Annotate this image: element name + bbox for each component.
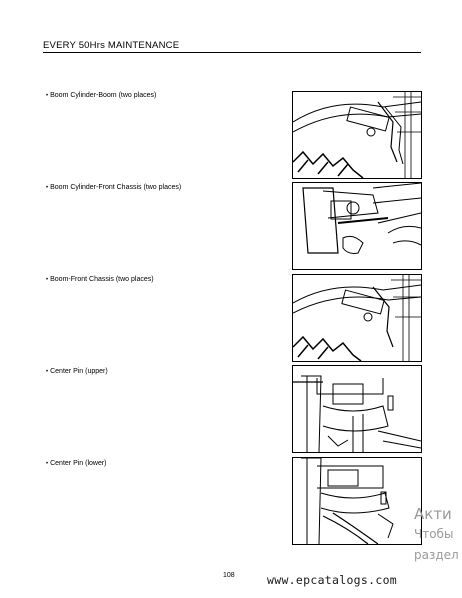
header-divider <box>43 52 421 53</box>
item-label: Boom-Front Chassis (two places) <box>50 276 154 283</box>
bullet-icon: • <box>46 461 49 467</box>
figure-boom-cylinder-boom <box>292 91 422 179</box>
bullet-icon: • <box>46 93 49 99</box>
figure-boom-cylinder-front-chassis <box>292 182 422 270</box>
activation-line-2: Чтобы <box>414 527 454 541</box>
activation-line-1: Акти <box>414 505 452 523</box>
center-pin-upper-illustration <box>293 375 421 452</box>
page-header-title: EVERY 50Hrs MAINTENANCE <box>43 40 180 51</box>
item-label: Boom Cylinder-Front Chassis (two places) <box>50 184 182 191</box>
figure-center-pin-upper <box>292 365 422 453</box>
bullet-icon: • <box>46 185 49 191</box>
item-boom-cylinder-boom: •Boom Cylinder-Boom (two places) <box>46 92 156 99</box>
center-pin-lower-illustration <box>301 458 394 544</box>
item-boom-cylinder-front-chassis: •Boom Cylinder-Front Chassis (two places… <box>46 184 181 191</box>
item-label: Center Pin (upper) <box>50 368 108 375</box>
windows-activation-overlay: Акти Чтобы раздел <box>414 505 459 565</box>
bullet-icon: • <box>46 369 49 375</box>
boom-front-chassis-illustration <box>293 275 421 361</box>
item-label: Boom Cylinder-Boom (two places) <box>50 92 157 99</box>
item-center-pin-lower: •Center Pin (lower) <box>46 460 107 467</box>
item-boom-front-chassis: •Boom-Front Chassis (two places) <box>46 276 154 283</box>
figure-center-pin-lower <box>292 457 422 545</box>
item-label: Center Pin (lower) <box>50 460 107 467</box>
bullet-icon: • <box>46 277 49 283</box>
watermark-url[interactable]: www.epcatalogs.com <box>267 573 398 587</box>
figure-boom-front-chassis <box>292 274 422 362</box>
activation-line-3: раздел <box>414 548 459 562</box>
page-number: 108 <box>223 572 235 579</box>
item-center-pin-upper: •Center Pin (upper) <box>46 368 108 375</box>
boom-cylinder-front-chassis-illustration <box>302 183 421 254</box>
boom-cylinder-boom-illustration <box>293 92 421 178</box>
